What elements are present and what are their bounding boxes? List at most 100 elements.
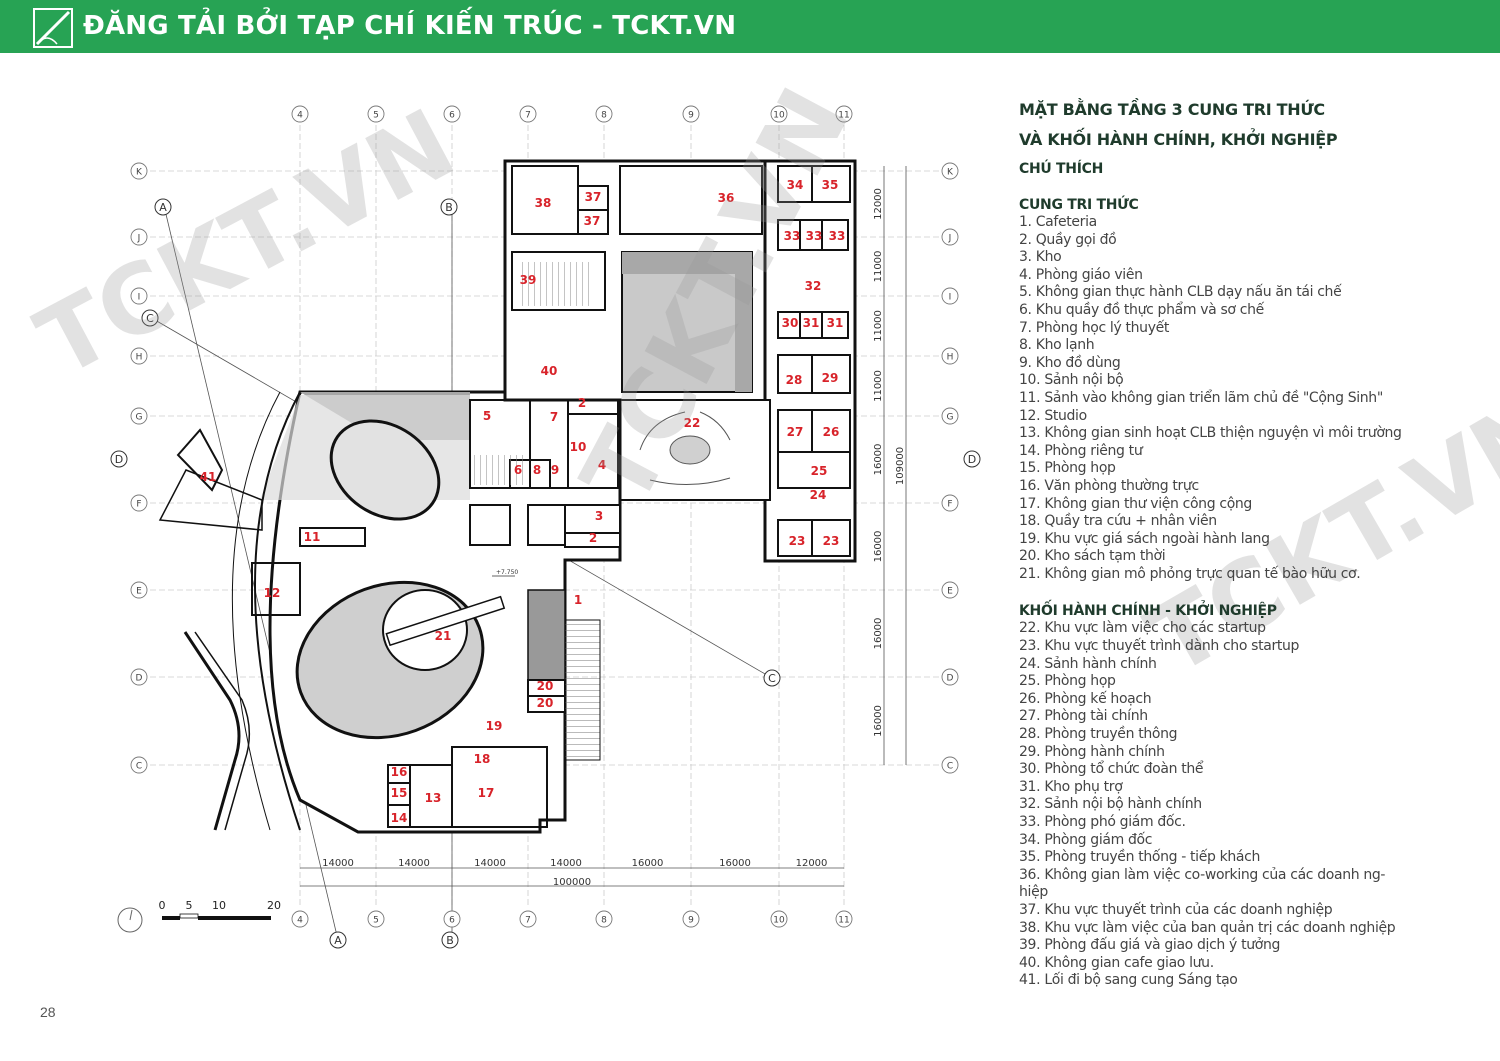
grid-bubble-row: E — [941, 581, 959, 599]
tckt-logo-icon — [33, 8, 73, 48]
grid-bubble-column: 11 — [835, 910, 853, 928]
grid-bubble-column: 7 — [519, 105, 537, 123]
grid-bubble-row: J — [941, 228, 959, 246]
room-label: 23 — [823, 534, 840, 548]
legend-item: 38. Khu vực làm việc của ban quản trị cá… — [1019, 919, 1396, 936]
grid-bubble-column: 8 — [595, 105, 613, 123]
svg-text:11: 11 — [838, 916, 849, 926]
dim-vertical: 16000 — [873, 444, 884, 476]
elevation-marker: +7.750 — [492, 569, 518, 577]
room-label: 37 — [584, 214, 601, 228]
room-label: 33 — [829, 229, 846, 243]
legend-title-line1: MẶT BẰNG TẦNG 3 CUNG TRI THỨC — [1019, 100, 1325, 119]
section-marker-b-top: B — [440, 198, 458, 216]
svg-text:I: I — [949, 293, 952, 303]
svg-text:G: G — [136, 413, 143, 423]
room-label: 38 — [535, 196, 552, 210]
svg-text:I: I — [138, 293, 141, 303]
room-label: 11 — [304, 530, 321, 544]
room-label: 14 — [391, 811, 408, 825]
room-label: 1 — [574, 593, 582, 607]
room-label: 26 — [823, 425, 840, 439]
room-label: 9 — [551, 463, 559, 477]
grid-bubble-column: 9 — [682, 910, 700, 928]
room-label: 33 — [784, 229, 801, 243]
grid-bubble-column: 10 — [770, 910, 788, 928]
legend-item: 14. Phòng riêng tư — [1019, 442, 1143, 459]
grid-bubble-column: 7 — [519, 910, 537, 928]
dim-vertical: 11000 — [873, 310, 884, 342]
svg-text:K: K — [136, 168, 143, 178]
legend-item: 33. Phòng phó giám đốc. — [1019, 814, 1186, 830]
legend-item: 35. Phòng truyền thống - tiếp khách — [1019, 849, 1260, 866]
svg-text:5: 5 — [373, 916, 379, 926]
grid-bubble-row: J — [130, 228, 148, 246]
legend-item: 12. Studio — [1019, 407, 1087, 424]
legend-item: 16. Văn phòng thường trực — [1019, 477, 1199, 494]
legend-item: 29. Phòng hành chính — [1019, 743, 1165, 760]
grid-bubble-row: C — [130, 756, 148, 774]
room-label: 4 — [598, 458, 606, 472]
legend-item: 37. Khu vực thuyết trình của các doanh n… — [1019, 901, 1333, 918]
legend-panel: MẶT BẰNG TẦNG 3 CUNG TRI THỨC VÀ KHỐI HÀ… — [1019, 95, 1439, 990]
svg-text:D: D — [136, 674, 143, 684]
legend-item: 8. Kho lạnh — [1019, 337, 1095, 354]
room-label: 6 — [514, 463, 522, 477]
legend-item: 3. Kho — [1019, 249, 1062, 266]
room-label: 40 — [541, 364, 558, 378]
dim-vertical: 12000 — [873, 188, 884, 220]
room-label: 19 — [486, 719, 503, 733]
room-label: 39 — [520, 273, 537, 287]
admin-block — [503, 159, 857, 563]
legend-item: 40. Không gian cafe giao lưu. — [1019, 954, 1214, 971]
legend-item: 9. Kho đồ dùng — [1019, 354, 1121, 371]
room-label: 21 — [435, 629, 452, 643]
room-label: 36 — [718, 191, 735, 205]
svg-text:11: 11 — [838, 111, 849, 121]
legend-item: hiệp — [1019, 884, 1048, 901]
room-label: 22 — [684, 416, 701, 430]
svg-text:6: 6 — [449, 111, 455, 121]
section-marker-d-left: D — [110, 450, 128, 468]
room-label: 7 — [550, 410, 558, 424]
legend-item: 7. Phòng học lý thuyết — [1019, 319, 1170, 336]
svg-text:J: J — [948, 234, 952, 244]
legend-item: 1. Cafeteria — [1019, 214, 1097, 230]
room-label: 41 — [200, 470, 217, 484]
legend-item: 19. Khu vực giá sách ngoài hành lang — [1019, 530, 1270, 547]
svg-text:K: K — [947, 168, 954, 178]
svg-text:F: F — [947, 500, 952, 510]
legend-item: 21. Không gian mô phỏng trực quan tế bào… — [1019, 565, 1361, 582]
library-block — [251, 390, 622, 834]
legend-item: 13. Không gian sinh hoạt CLB thiện nguyệ… — [1019, 425, 1402, 442]
section-marker-b-bottom: B — [441, 931, 459, 949]
floor-plan: 1 2 2 3 4 5 6 7 8 9 10 11 12 13 14 15 16… — [110, 105, 981, 949]
svg-text:B: B — [445, 201, 453, 214]
page-number: 28 — [40, 1004, 56, 1020]
dim-vertical: 11000 — [873, 370, 884, 402]
grid-bubble-column: 9 — [682, 105, 700, 123]
room-label: 28 — [786, 373, 803, 387]
room-label: 30 — [782, 316, 799, 330]
room-labels: 1 2 2 3 4 5 6 7 8 9 10 11 12 13 14 15 16… — [200, 178, 846, 825]
grid-bubble-row: G — [941, 407, 959, 425]
room-label: 3 — [595, 509, 603, 523]
grid-bubble-row: H — [941, 347, 959, 365]
legend-item: 41. Lối đi bộ sang cung Sáng tạo — [1019, 972, 1238, 989]
section-marker-a-top: A — [154, 198, 172, 216]
legend-item: 31. Kho phụ trợ — [1019, 778, 1123, 795]
svg-text:6: 6 — [449, 916, 455, 926]
svg-text:D: D — [968, 453, 976, 466]
grid-bubble-row: G — [130, 407, 148, 425]
grid-bubble-column: 5 — [367, 105, 385, 123]
room-label: 37 — [585, 190, 602, 204]
svg-text:10: 10 — [773, 916, 785, 926]
legend-item: 24. Sảnh hành chính — [1019, 655, 1157, 672]
room-label: 27 — [787, 425, 804, 439]
room-label: 32 — [805, 279, 822, 293]
dim-horizontal: 12000 — [796, 858, 828, 869]
legend-item: 39. Phòng đấu giá và giao dịch ý tưởng — [1019, 937, 1281, 954]
